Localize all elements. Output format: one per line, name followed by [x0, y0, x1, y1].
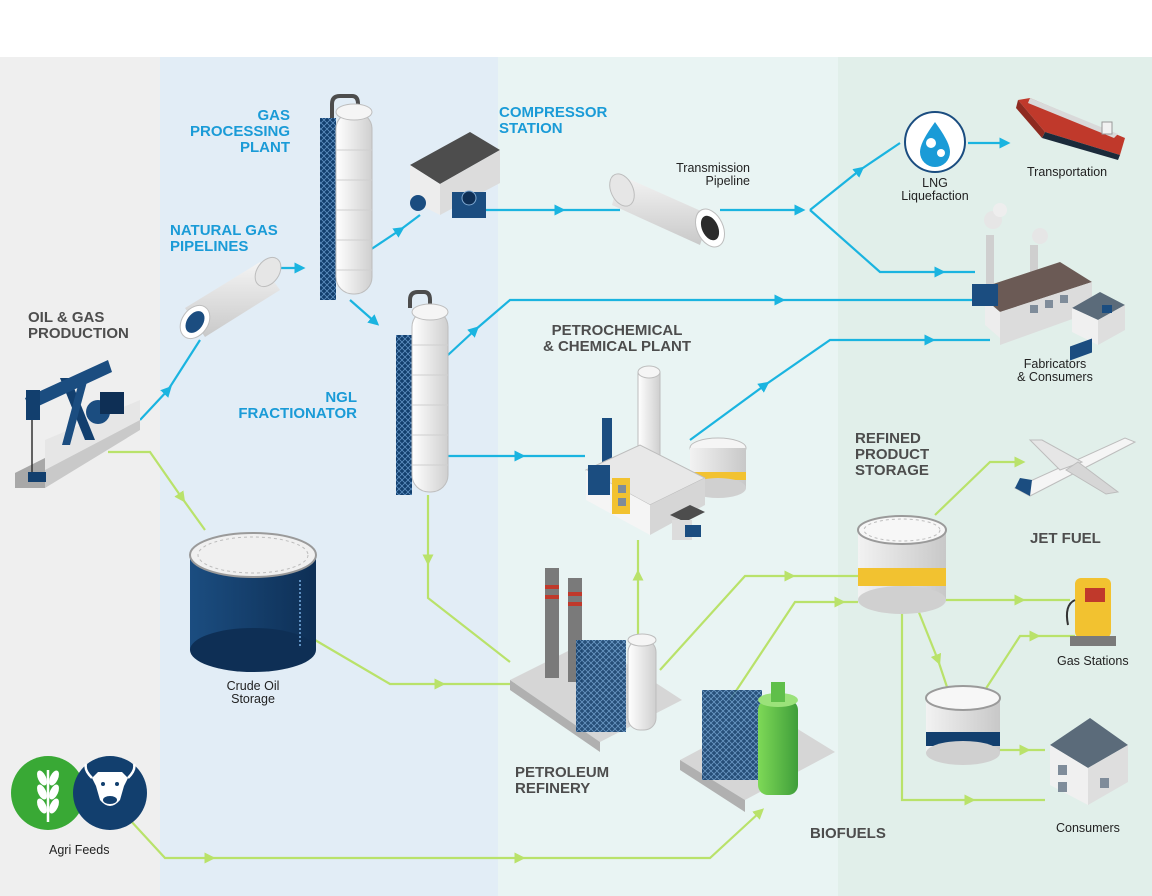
flow-production-to-pipeline — [139, 385, 172, 421]
flow-petrochemical-to-fabricators — [689, 381, 770, 441]
house-icon-fabricators — [1072, 292, 1125, 345]
wheat-icon — [11, 756, 85, 830]
flow-agri-to-biofuels — [129, 819, 216, 864]
flow-storage-to-small-tank — [916, 609, 942, 666]
flow-small-tank-to-gas-stations — [984, 630, 1041, 691]
tanker-ship-icon — [1016, 98, 1125, 160]
flow-production-to-crude-storage — [108, 450, 186, 503]
gas-flow-lines — [139, 137, 1011, 462]
factory-icon — [972, 203, 1092, 345]
chemical-plant-icon — [584, 365, 747, 540]
compressor-building-icon — [410, 132, 500, 218]
flow-biofuels-to-product-storage — [729, 596, 846, 701]
label-biofuels: BIOFUELS — [810, 825, 886, 842]
pipe-segment-icon — [179, 256, 282, 340]
label-agri-feeds: Agri Feeds — [49, 843, 110, 857]
liquid-flow-lines — [108, 450, 1075, 864]
cow-icon — [73, 756, 147, 830]
label-jet-fuel: JET FUEL — [1030, 530, 1101, 547]
distillation-column-icon-ngl — [396, 290, 449, 495]
distillation-column-icon — [320, 94, 373, 300]
refinery-icon — [510, 568, 682, 752]
lng-gears-icon — [904, 111, 966, 173]
flow-to-fabricators — [809, 209, 946, 278]
pipe-segment-icon-transmission — [609, 173, 726, 248]
label-gas-stations: Gas Stations — [1057, 654, 1129, 668]
label-transportation: Transportation — [1027, 165, 1108, 179]
house-icon — [1050, 338, 1128, 805]
flow-refinery-to-product-storage — [659, 570, 796, 671]
flow-crude-storage-to-refinery — [314, 639, 446, 690]
storage-tank-icon-small — [925, 685, 1001, 765]
airplane-icon — [1013, 437, 1137, 497]
fuel-pump-icon — [1065, 578, 1116, 646]
flow-gas-plant-to-compressor — [369, 226, 405, 251]
label-fabricators-consumers: Fabricators& Consumers — [1017, 357, 1093, 385]
flow-storage-to-jet-fuel — [934, 456, 1026, 516]
flow-fractionator-to-fabricators — [447, 326, 480, 356]
label-petrochemical-plant: PETROCHEMICAL& CHEMICAL PLANT — [542, 322, 692, 355]
crude-tank-icon — [189, 532, 317, 672]
flow-to-lng — [809, 166, 865, 211]
label-consumers: Consumers — [1056, 821, 1120, 835]
storage-tank-icon — [857, 515, 947, 614]
flow-storage-to-consumers — [900, 605, 976, 806]
biofuel-plant-icon — [680, 682, 835, 812]
pumpjack-icon — [15, 360, 140, 488]
flow-gas-plant-to-fractionator — [349, 299, 380, 326]
